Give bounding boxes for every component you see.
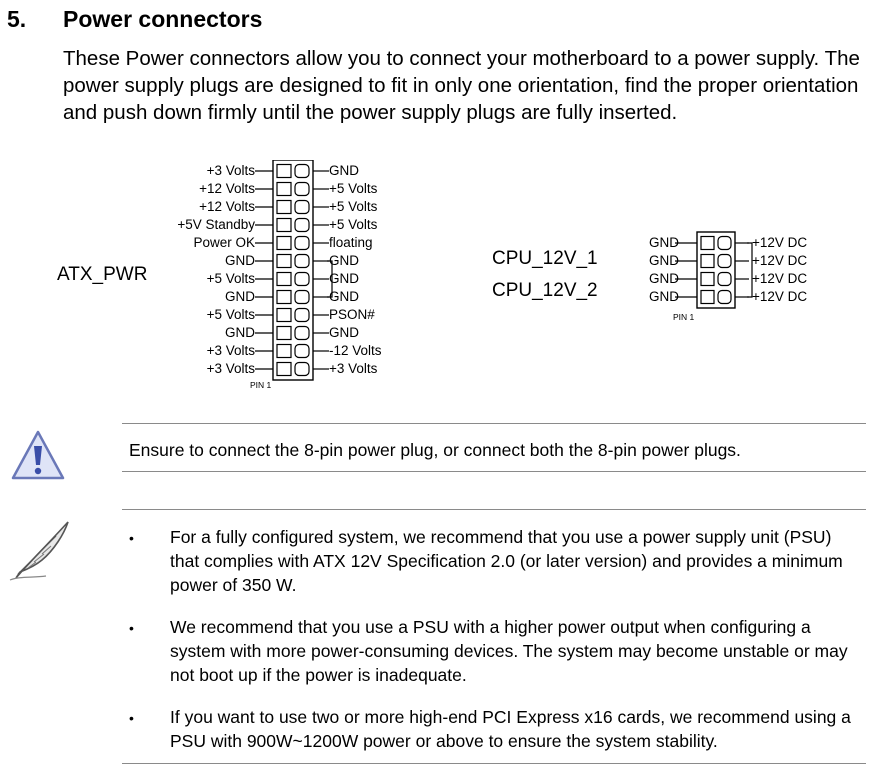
pin-square <box>276 163 292 179</box>
cpu-right-pin-labels: +12V DC +12V DC +12V DC +12V DC <box>752 234 872 306</box>
connector-housing <box>696 231 736 309</box>
ground-bracket <box>327 260 333 298</box>
pin-label: floating <box>329 235 373 250</box>
note-bullet-1: For a fully configured system, we recomm… <box>170 527 843 595</box>
pin-label: +5 Volts <box>206 307 255 322</box>
pin-label: +5 Volts <box>329 199 378 214</box>
pin-label: +12V DC <box>752 289 808 304</box>
pin-label: +12 Volts <box>199 199 255 214</box>
pin-label: +5V Standby <box>177 217 255 232</box>
pin-rounded <box>717 253 732 269</box>
pin-rounded <box>294 181 310 197</box>
pin-label: GND <box>225 325 255 340</box>
cpu-12v-2-label: CPU_12V_2 <box>492 280 598 301</box>
warning-triangle-icon <box>11 430 65 480</box>
pin-square <box>700 289 715 305</box>
pin-rounded <box>294 289 310 305</box>
cpu-connector-diagram <box>675 231 753 309</box>
note-bottom-rule <box>122 763 866 764</box>
pin-square <box>700 271 715 287</box>
pin-label: GND <box>225 253 255 268</box>
pin-square <box>276 217 292 233</box>
pin-rounded <box>717 271 732 287</box>
pin-rounded <box>294 217 310 233</box>
pin-label: GND <box>649 253 679 268</box>
pin-label: GND <box>329 289 359 304</box>
pin-rounded <box>294 235 310 251</box>
section-number: 5. <box>7 6 27 32</box>
cpu-left-pin-labels: GND GND GND GND <box>649 234 769 306</box>
section-title: Power connectors <box>63 6 263 32</box>
pin-rounded <box>717 235 732 251</box>
pin-rounded <box>294 307 310 323</box>
pin-label: +5 Volts <box>329 217 378 232</box>
pin-square <box>700 235 715 251</box>
pin-rounded <box>294 325 310 341</box>
caution-bottom-rule <box>122 471 866 472</box>
bullet-marker: • <box>129 620 134 636</box>
pin-label: GND <box>329 163 359 178</box>
connector-housing <box>272 160 314 381</box>
pin-label: GND <box>649 271 679 286</box>
pin-label: +5 Volts <box>329 181 378 196</box>
pin-square <box>276 271 292 287</box>
pin-label: GND <box>225 289 255 304</box>
bullet-marker: • <box>129 530 134 546</box>
caution-top-rule <box>122 423 866 424</box>
pin-rounded <box>294 343 310 359</box>
pin-label: +12 Volts <box>199 181 255 196</box>
pin-rounded <box>717 289 732 305</box>
pin-square <box>700 253 715 269</box>
pin-label: +3 Volts <box>206 343 255 358</box>
pin-label: +3 Volts <box>206 361 255 376</box>
pin-square <box>276 361 292 377</box>
pin-label: +3 Volts <box>206 163 255 178</box>
pin-label: GND <box>329 253 359 268</box>
pin-rounded <box>294 199 310 215</box>
pin-square <box>276 307 292 323</box>
pin-square <box>276 325 292 341</box>
pin-label: +12V DC <box>752 235 808 250</box>
bullet-marker: • <box>129 710 134 726</box>
note-bullet-2: We recommend that you use a PSU with a h… <box>170 617 848 685</box>
cpu-pin1-label: PIN 1 <box>673 312 695 322</box>
caution-text: Ensure to connect the 8-pin power plug, … <box>129 440 741 460</box>
pin-square <box>276 181 292 197</box>
quill-pen-icon <box>9 521 69 581</box>
note-top-rule <box>122 509 866 510</box>
intro-paragraph: These Power connectors allow you to conn… <box>63 47 860 124</box>
pin-label: +3 Volts <box>329 361 378 376</box>
ground-bracket <box>747 242 753 298</box>
cpu-12v-1-label: CPU_12V_1 <box>492 248 598 269</box>
atx-pwr-label: ATX_PWR <box>57 264 148 285</box>
pin-square <box>276 253 292 269</box>
pin-label: -12 Volts <box>329 343 382 358</box>
pin-label: +12V DC <box>752 271 808 286</box>
note-bullet-3: If you want to use two or more high-end … <box>170 707 851 751</box>
pin-label: GND <box>329 271 359 286</box>
pin-rounded <box>294 271 310 287</box>
atx-connector-diagram <box>255 160 333 381</box>
pin-square <box>276 235 292 251</box>
pin-label: Power OK <box>193 235 255 250</box>
pin-square <box>276 199 292 215</box>
pin-label: PSON# <box>329 307 375 322</box>
atx-pin1-label: PIN 1 <box>250 380 272 390</box>
pin-label: GND <box>329 325 359 340</box>
pin-rounded <box>294 253 310 269</box>
pin-square <box>276 289 292 305</box>
pin-label: GND <box>649 235 679 250</box>
pin-label: +5 Volts <box>206 271 255 286</box>
pin-label: GND <box>649 289 679 304</box>
pin-rounded <box>294 163 310 179</box>
pin-rounded <box>294 361 310 377</box>
pin-square <box>276 343 292 359</box>
pin-label: +12V DC <box>752 253 808 268</box>
